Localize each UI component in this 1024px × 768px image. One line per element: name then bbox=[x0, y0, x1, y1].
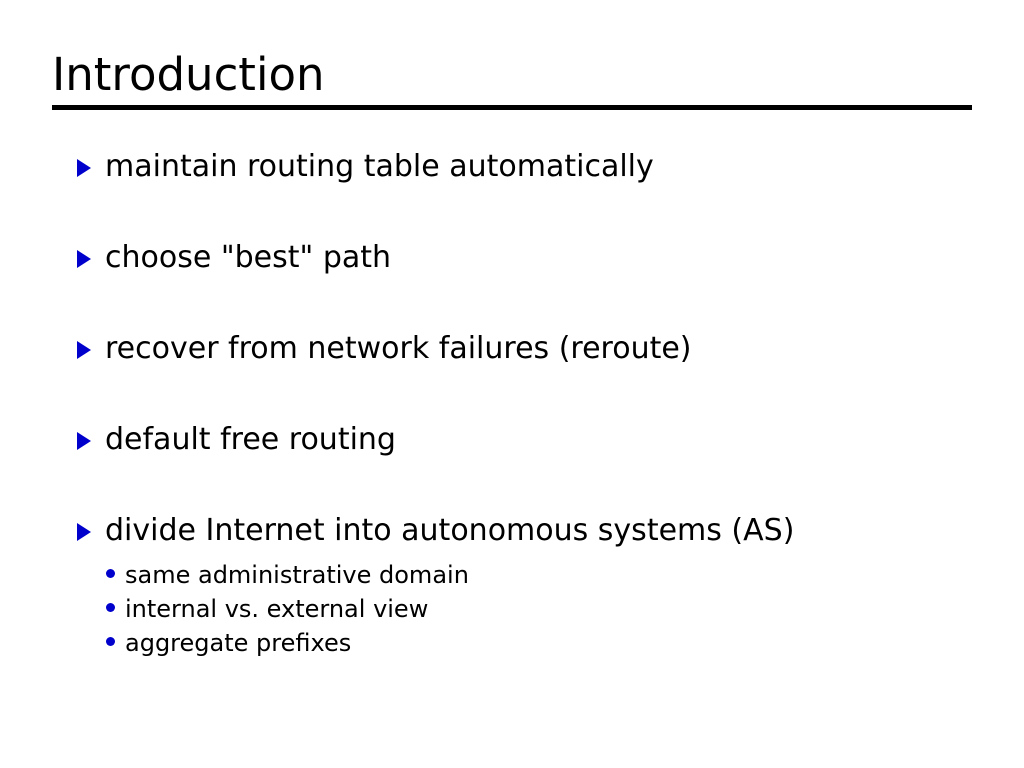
sub-bullet-item-label: same administrative domain bbox=[125, 561, 469, 589]
triangle-right-icon bbox=[77, 159, 91, 177]
page-title: Introduction bbox=[52, 48, 325, 101]
triangle-right-icon bbox=[77, 341, 91, 359]
sub-bullet-item: internal vs. external view bbox=[0, 593, 1024, 627]
bullet-item-label: choose "best" path bbox=[105, 240, 392, 275]
triangle-right-icon bbox=[77, 250, 91, 268]
triangle-right-icon bbox=[77, 432, 91, 450]
bullet-item: maintain routing table automatically bbox=[0, 147, 1024, 238]
bullet-item-label: divide Internet into autonomous systems … bbox=[105, 513, 795, 548]
sub-bullet-item-label: aggregate prefixes bbox=[125, 629, 352, 657]
slide-title-block: Introduction bbox=[52, 48, 972, 110]
triangle-right-icon bbox=[77, 523, 91, 541]
sub-bullet-item-label: internal vs. external view bbox=[125, 595, 429, 623]
sub-bullet-item: same administrative domain bbox=[0, 559, 1024, 593]
sub-bullet-list: same administrative domain internal vs. … bbox=[0, 559, 1024, 661]
bullet-item: divide Internet into autonomous systems … bbox=[0, 511, 1024, 563]
bullet-item-label: default free routing bbox=[105, 422, 396, 457]
dot-icon bbox=[106, 637, 115, 646]
title-divider bbox=[52, 105, 972, 110]
bullet-item: choose "best" path bbox=[0, 238, 1024, 329]
bullet-item-label: maintain routing table automatically bbox=[105, 149, 654, 184]
bullet-list: maintain routing table automatically cho… bbox=[0, 147, 1024, 563]
dot-icon bbox=[106, 603, 115, 612]
sub-bullet-item: aggregate prefixes bbox=[0, 627, 1024, 661]
dot-icon bbox=[106, 569, 115, 578]
bullet-item-label: recover from network failures (reroute) bbox=[105, 331, 692, 366]
bullet-item: default free routing bbox=[0, 420, 1024, 511]
bullet-item: recover from network failures (reroute) bbox=[0, 329, 1024, 420]
